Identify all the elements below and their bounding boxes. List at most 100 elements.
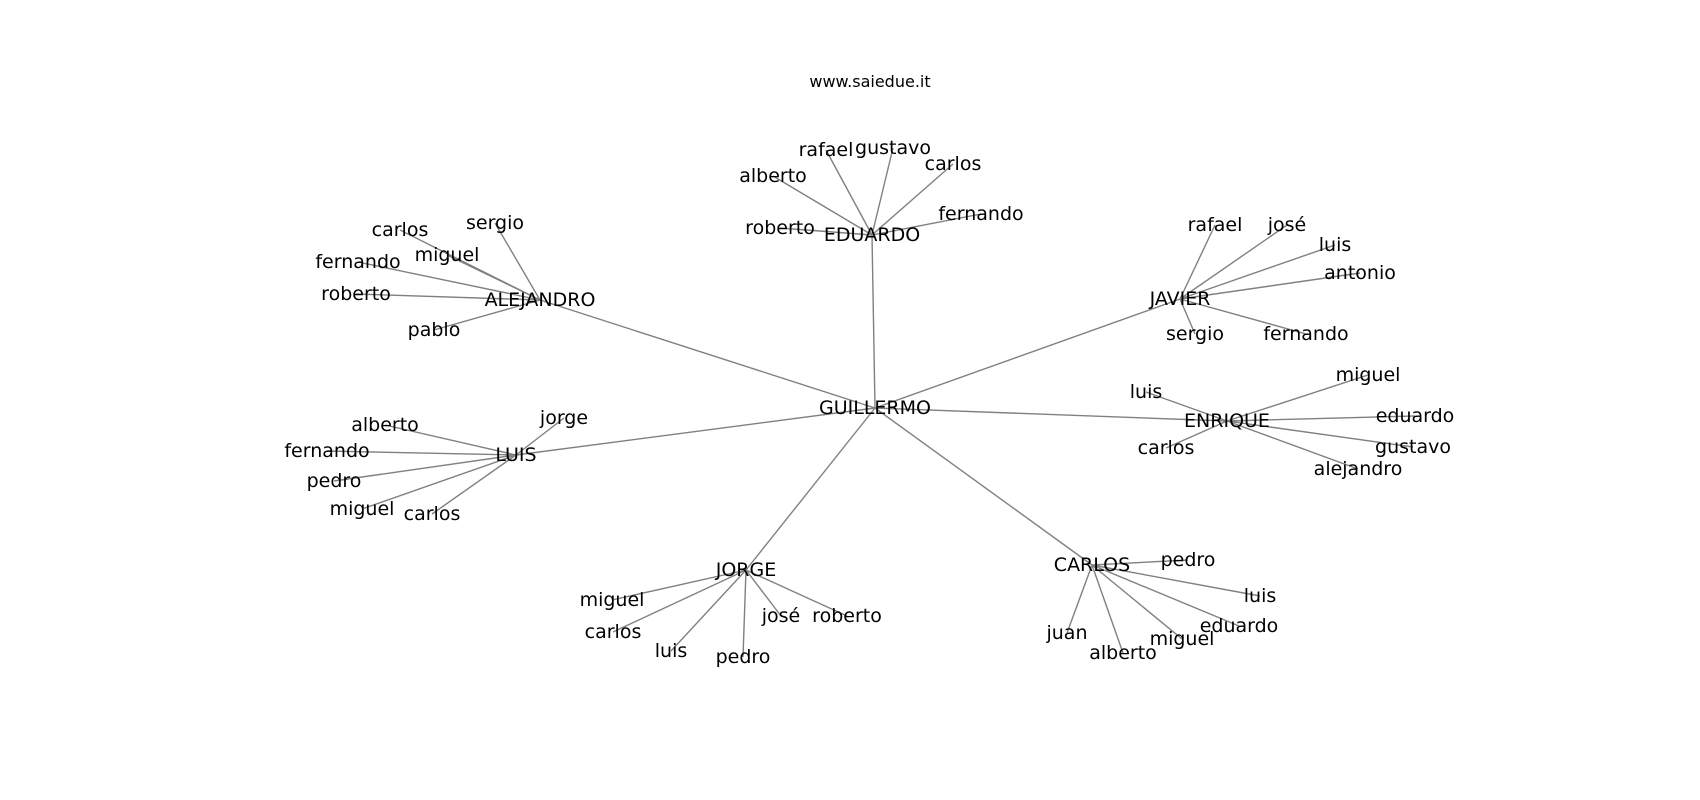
node-group-luis: LUIS (495, 444, 536, 466)
node-leaf-eduardo-5: roberto (745, 217, 815, 239)
edge-alejandro-4 (355, 293, 541, 301)
node-leaf-alejandro-1: sergio (466, 212, 524, 234)
node-leaf-enrique-3: gustavo (1375, 436, 1451, 458)
diagram-title: www.saiedue.it (809, 72, 930, 91)
edge-javier-1 (1179, 224, 1288, 300)
edge-jorge-2 (670, 569, 747, 652)
node-group-eduardo: EDUARDO (824, 224, 920, 246)
edge-carlos-1 (1091, 564, 1261, 597)
edge-root-alejandro (539, 299, 876, 409)
node-leaf-eduardo-4: fernando (938, 203, 1023, 225)
edge-alejandro-5 (433, 299, 541, 331)
node-group-jorge: JORGE (715, 559, 777, 581)
edges-layer (326, 147, 1416, 658)
edge-root-javier (874, 298, 1181, 409)
edge-enrique-2 (1226, 415, 1416, 422)
edge-enrique-5 (1165, 420, 1228, 449)
edge-root-luis (515, 407, 876, 456)
node-leaf-eduardo-3: carlos (925, 153, 982, 175)
node-leaf-jorge-4: josé (761, 605, 801, 627)
edge-root-carlos (874, 407, 1093, 566)
edge-enrique-3 (1226, 420, 1414, 448)
edge-eduardo-2 (871, 147, 894, 236)
edge-jorge-4 (745, 569, 782, 617)
edge-luis-1 (515, 417, 565, 456)
edge-javier-3 (1179, 272, 1361, 300)
node-leaf-enrique-2: eduardo (1376, 405, 1455, 427)
node-leaf-luis-0: alberto (351, 414, 419, 436)
node-leaf-luis-3: pedro (307, 470, 362, 492)
node-leaf-carlos-1: luis (1244, 585, 1277, 607)
node-root: GUILLERMO (819, 397, 931, 419)
node-leaf-javier-4: sergio (1166, 323, 1224, 345)
node-leaf-alejandro-2: miguel (415, 244, 480, 266)
edge-javier-5 (1179, 298, 1307, 335)
node-leaf-javier-0: rafael (1188, 214, 1243, 236)
node-leaf-javier-2: luis (1319, 234, 1352, 256)
edge-eduardo-3 (871, 163, 954, 236)
node-leaf-carlos-4: alberto (1089, 642, 1157, 664)
node-leaf-alejandro-4: roberto (321, 283, 391, 305)
node-leaf-carlos-0: pedro (1161, 549, 1216, 571)
node-leaf-jorge-1: carlos (585, 621, 642, 643)
node-leaf-javier-1: josé (1267, 214, 1307, 236)
edge-carlos-2 (1091, 564, 1240, 627)
edge-root-enrique (874, 407, 1228, 422)
edge-jorge-5 (745, 569, 848, 617)
node-leaf-jorge-3: pedro (716, 646, 771, 668)
edge-javier-0 (1179, 224, 1216, 300)
node-leaf-carlos-3: miguel (1150, 628, 1215, 650)
node-leaf-enrique-1: miguel (1336, 364, 1401, 386)
edge-enrique-4 (1226, 420, 1359, 470)
edge-carlos-5 (1066, 564, 1093, 634)
node-group-enrique: ENRIQUE (1184, 410, 1270, 432)
node-leaf-alejandro-5: pablo (408, 319, 461, 341)
edge-luis-5 (431, 454, 517, 515)
edge-enrique-0 (1145, 391, 1228, 422)
edge-eduardo-1 (825, 149, 873, 236)
edge-alejandro-3 (357, 261, 541, 301)
node-leaf-javier-3: antonio (1324, 262, 1396, 284)
edge-carlos-0 (1091, 559, 1189, 566)
node-leaf-eduardo-0: alberto (739, 165, 807, 187)
node-leaf-luis-2: fernando (284, 440, 369, 462)
edge-javier-4 (1179, 298, 1196, 335)
edge-root-jorge (745, 407, 876, 571)
edge-jorge-3 (742, 569, 747, 658)
node-leaf-jorge-2: luis (655, 640, 688, 662)
edge-enrique-1 (1226, 374, 1369, 422)
node-leaf-carlos-2: eduardo (1200, 615, 1279, 637)
edge-luis-4 (361, 454, 517, 510)
node-group-carlos: CARLOS (1054, 554, 1130, 576)
node-leaf-enrique-5: carlos (1138, 437, 1195, 459)
node-leaf-enrique-0: luis (1130, 381, 1163, 403)
node-leaf-enrique-4: alejandro (1314, 458, 1403, 480)
node-leaf-alejandro-0: carlos (372, 219, 429, 241)
node-group-alejandro: ALEJANDRO (485, 289, 596, 311)
edge-carlos-3 (1091, 564, 1183, 640)
edge-jorge-0 (611, 569, 747, 601)
edge-javier-2 (1179, 244, 1336, 300)
edge-jorge-1 (612, 569, 747, 633)
edge-alejandro-2 (446, 254, 541, 301)
node-group-javier: JAVIER (1149, 288, 1211, 310)
node-leaf-alejandro-3: fernando (315, 251, 400, 273)
node-leaf-jorge-0: miguel (580, 589, 645, 611)
edge-eduardo-5 (779, 227, 873, 236)
node-leaf-javier-5: fernando (1263, 323, 1348, 345)
edge-luis-0 (384, 424, 517, 456)
node-leaf-luis-4: miguel (330, 498, 395, 520)
node-leaf-jorge-5: roberto (812, 605, 882, 627)
edge-carlos-4 (1091, 564, 1124, 654)
edge-luis-3 (333, 454, 517, 482)
node-leaf-luis-1: jorge (539, 407, 588, 429)
node-leaf-eduardo-1: rafael (799, 139, 854, 161)
edge-alejandro-1 (494, 222, 541, 301)
node-leaf-luis-5: carlos (404, 503, 461, 525)
edge-root-eduardo (871, 234, 876, 409)
node-leaf-carlos-5: juan (1045, 622, 1087, 644)
edge-luis-2 (326, 450, 517, 456)
node-leaf-eduardo-2: gustavo (855, 137, 931, 159)
